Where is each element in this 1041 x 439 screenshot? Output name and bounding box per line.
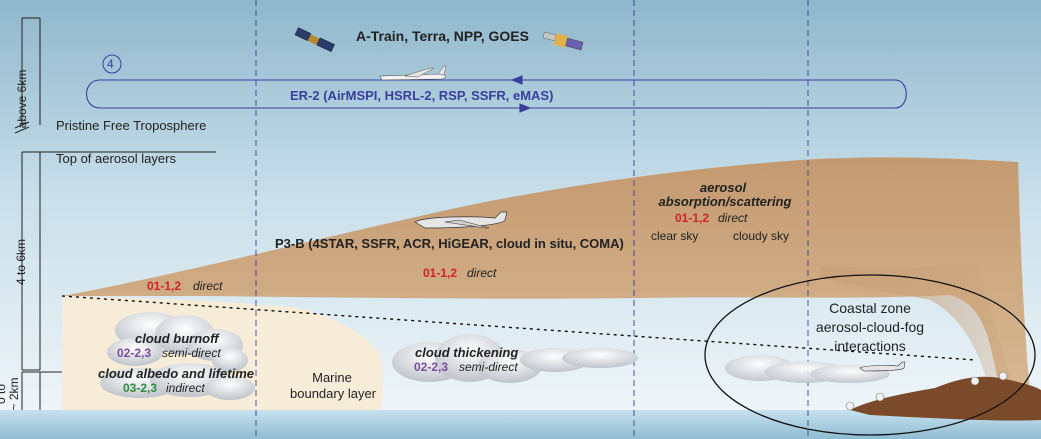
coastal-label-line2: aerosol-cloud-fog [815, 319, 925, 335]
coastal-label-line1: Coastal zone [829, 300, 911, 316]
ocean [0, 410, 1041, 439]
cloud-thickening-cloud [392, 334, 638, 383]
mid-effect-code: 01-1,2 [423, 266, 458, 280]
cloud-burnoff-title: cloud burnoff [135, 331, 219, 346]
altitude-label-2km: ~ 2km [7, 377, 21, 411]
fog-cloud [725, 355, 890, 383]
cloud-thickening-title: cloud thickening [415, 345, 519, 360]
p3b-aircraft-icon [414, 211, 508, 229]
coastal-zone-ellipse [704, 274, 1036, 436]
left-effect-type: direct [193, 279, 223, 293]
mid-effect-type: direct [467, 266, 497, 280]
cloud-albedo-cloud [100, 363, 255, 400]
satellite-icon-left [294, 27, 335, 53]
p3b-label: P3-B (4STAR, SSFR, ACR, HiGEAR, cloud in… [275, 236, 624, 251]
aerosol-top-dotted-line [61, 295, 976, 361]
coast-aircraft-icon [859, 361, 906, 372]
marine-label-line2: boundary layer [290, 386, 376, 401]
cloud-thickening-type: semi-direct [459, 360, 518, 374]
er2-label: ER-2 (AirMSPI, HSRL-2, RSP, SSFR, eMAS) [290, 88, 554, 103]
cloud-albedo-title: cloud albedo and lifetime [98, 366, 255, 381]
cloud-burnoff-code: 02-2,3 [117, 346, 152, 360]
top-aerosol-label: Top of aerosol layers [56, 151, 176, 166]
altitude-label-above-6km: above 6km [15, 69, 29, 129]
clear-sky-label: clear sky [651, 229, 699, 243]
marine-label-line1: Marine [312, 370, 352, 385]
er2-aircraft-icon [379, 65, 447, 81]
pristine-troposphere-label: Pristine Free Troposphere [56, 118, 207, 133]
er2-flight-loop [85, 75, 907, 113]
coast-land [850, 376, 1041, 421]
cloud-albedo-code: 03-2,3 [123, 381, 158, 395]
cloud-thickening-code: 02-2,3 [414, 360, 449, 374]
cloudy-sky-label: cloudy sky [733, 229, 790, 243]
satellite-icon-right [542, 31, 584, 51]
aerosol-plume [820, 262, 1015, 392]
tree-icons [845, 371, 1008, 411]
cloud-burnoff-cloud [107, 312, 248, 372]
cloud-burnoff-type: semi-direct [162, 346, 221, 360]
satellites-label: A-Train, Terra, NPP, GOES [356, 28, 529, 44]
aerosol-title-line1: aerosol [699, 180, 747, 195]
er2-marker-number: 4 [107, 57, 114, 71]
aerosol-layer [62, 157, 1030, 392]
cloud-albedo-type: indirect [166, 381, 205, 395]
aerosol-effect-code: 01-1,2 [675, 211, 710, 225]
aerosol-effect-type: direct [718, 211, 748, 225]
left-effect-code: 01-1,2 [147, 279, 182, 293]
aerosol-title-line2: absorption/scattering [658, 194, 792, 209]
coastal-label-line3: interactions [834, 338, 906, 354]
altitude-label-4-to-6km: 4 to 6km [14, 238, 28, 286]
altitude-axis [14, 17, 216, 410]
er2-marker-circle [102, 54, 122, 74]
